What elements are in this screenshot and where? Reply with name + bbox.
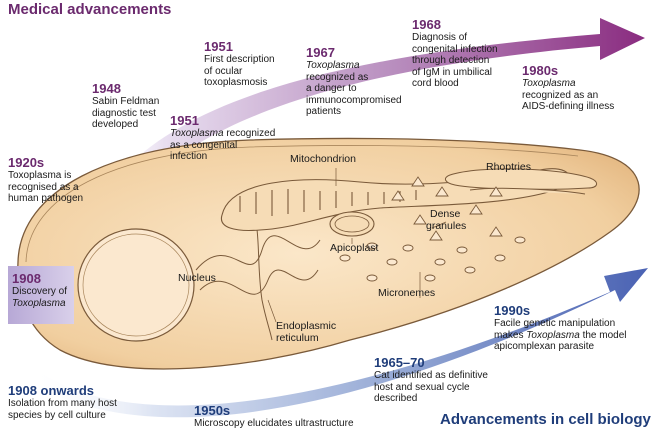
er-label-line2: reticulum xyxy=(276,332,319,344)
dense-granules-label-line2: granules xyxy=(426,220,467,232)
discovery-1908-box xyxy=(8,266,74,324)
cell-biology-arrow xyxy=(30,268,648,418)
event-1980s: 1980s Toxoplasma recognized as an AIDS-d… xyxy=(522,63,615,113)
rhoptries-label: Rhoptries xyxy=(486,161,531,173)
micronemes-label: Micronemes xyxy=(378,287,436,299)
event-1908-onwards: 1908 onwards Isolation from many host sp… xyxy=(8,383,117,421)
mitochondrion-label: Mitochondrion xyxy=(290,153,356,165)
event-1967: 1967 Toxoplasma recognized as a danger t… xyxy=(306,45,402,118)
event-1968: 1968 Diagnosis of congenital infection t… xyxy=(412,17,498,90)
apicoplast-label: Apicoplast xyxy=(330,242,379,254)
leader-lines xyxy=(267,168,447,323)
nucleus-label: Nucleus xyxy=(178,272,216,284)
dense-granules-shape xyxy=(391,176,503,241)
event-1950s: 1950s Microscopy elucidates ultrastructu… xyxy=(194,403,354,430)
event-1951-congenital: 1951 Toxoplasma recognized as a congenit… xyxy=(170,113,276,163)
micronemes-shape xyxy=(339,236,526,282)
event-1951-ocular: 1951 First description of ocular toxopla… xyxy=(204,39,275,89)
er-label-line1: Endoplasmic xyxy=(276,320,337,332)
event-1920s: 1920s Toxoplasma is recognised as a huma… xyxy=(8,155,84,205)
medical-arrow xyxy=(80,18,645,250)
cell-biology-header: Advancements in cell biology xyxy=(440,411,651,428)
event-1965-70: 1965–70 Cat identified as definitive hos… xyxy=(374,355,488,405)
event-1908: 1908 Discovery of Toxoplasma xyxy=(12,271,68,309)
rhoptries-shape xyxy=(444,168,597,195)
event-1948: 1948 Sabin Feldman diagnostic test devel… xyxy=(92,81,160,131)
medical-advancements-header: Medical advancements xyxy=(8,1,172,18)
dense-granules-label-line1: Dense xyxy=(430,208,461,220)
nucleus-shape xyxy=(77,228,195,342)
event-1990s: 1990s Facile genetic manipulation makes … xyxy=(494,303,627,353)
